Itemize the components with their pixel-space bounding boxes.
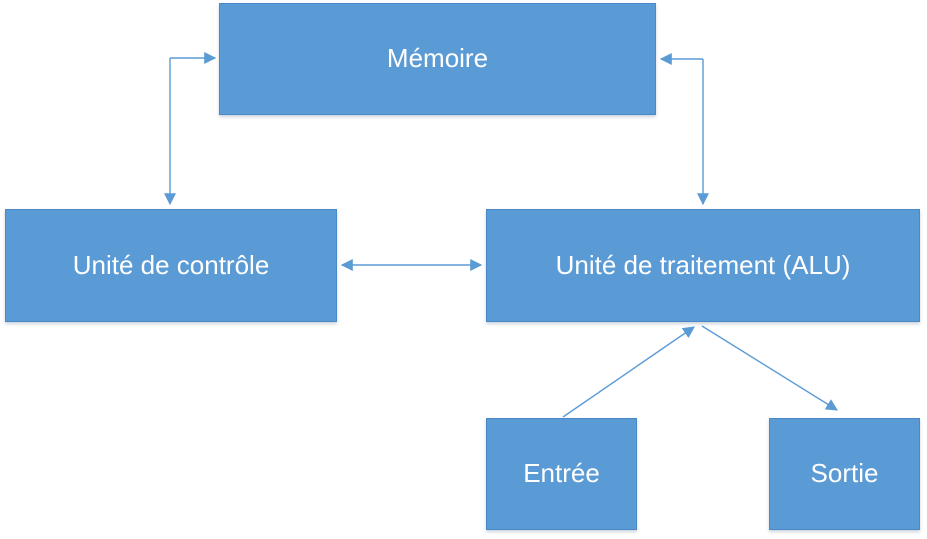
edge-memoire-controle: [164, 52, 217, 206]
edge-traitement-sortie: [701, 325, 839, 411]
node-unite-controle: Unité de contrôle: [5, 209, 337, 322]
node-memoire: Mémoire: [219, 3, 656, 115]
node-entree: Entrée: [486, 418, 637, 530]
edge-entree-traitement: [562, 326, 695, 418]
node-sortie-label: Sortie: [810, 458, 879, 489]
node-sortie: Sortie: [769, 418, 920, 530]
node-entree-label: Entrée: [523, 458, 600, 489]
node-unite-controle-label: Unité de contrôle: [72, 249, 270, 280]
node-unite-traitement: Unité de traitement (ALU): [486, 209, 920, 322]
node-memoire-label: Mémoire: [386, 43, 489, 74]
edge-memoire-traitement: [659, 53, 709, 206]
node-unite-traitement-label: Unité de traitement (ALU): [555, 249, 851, 280]
